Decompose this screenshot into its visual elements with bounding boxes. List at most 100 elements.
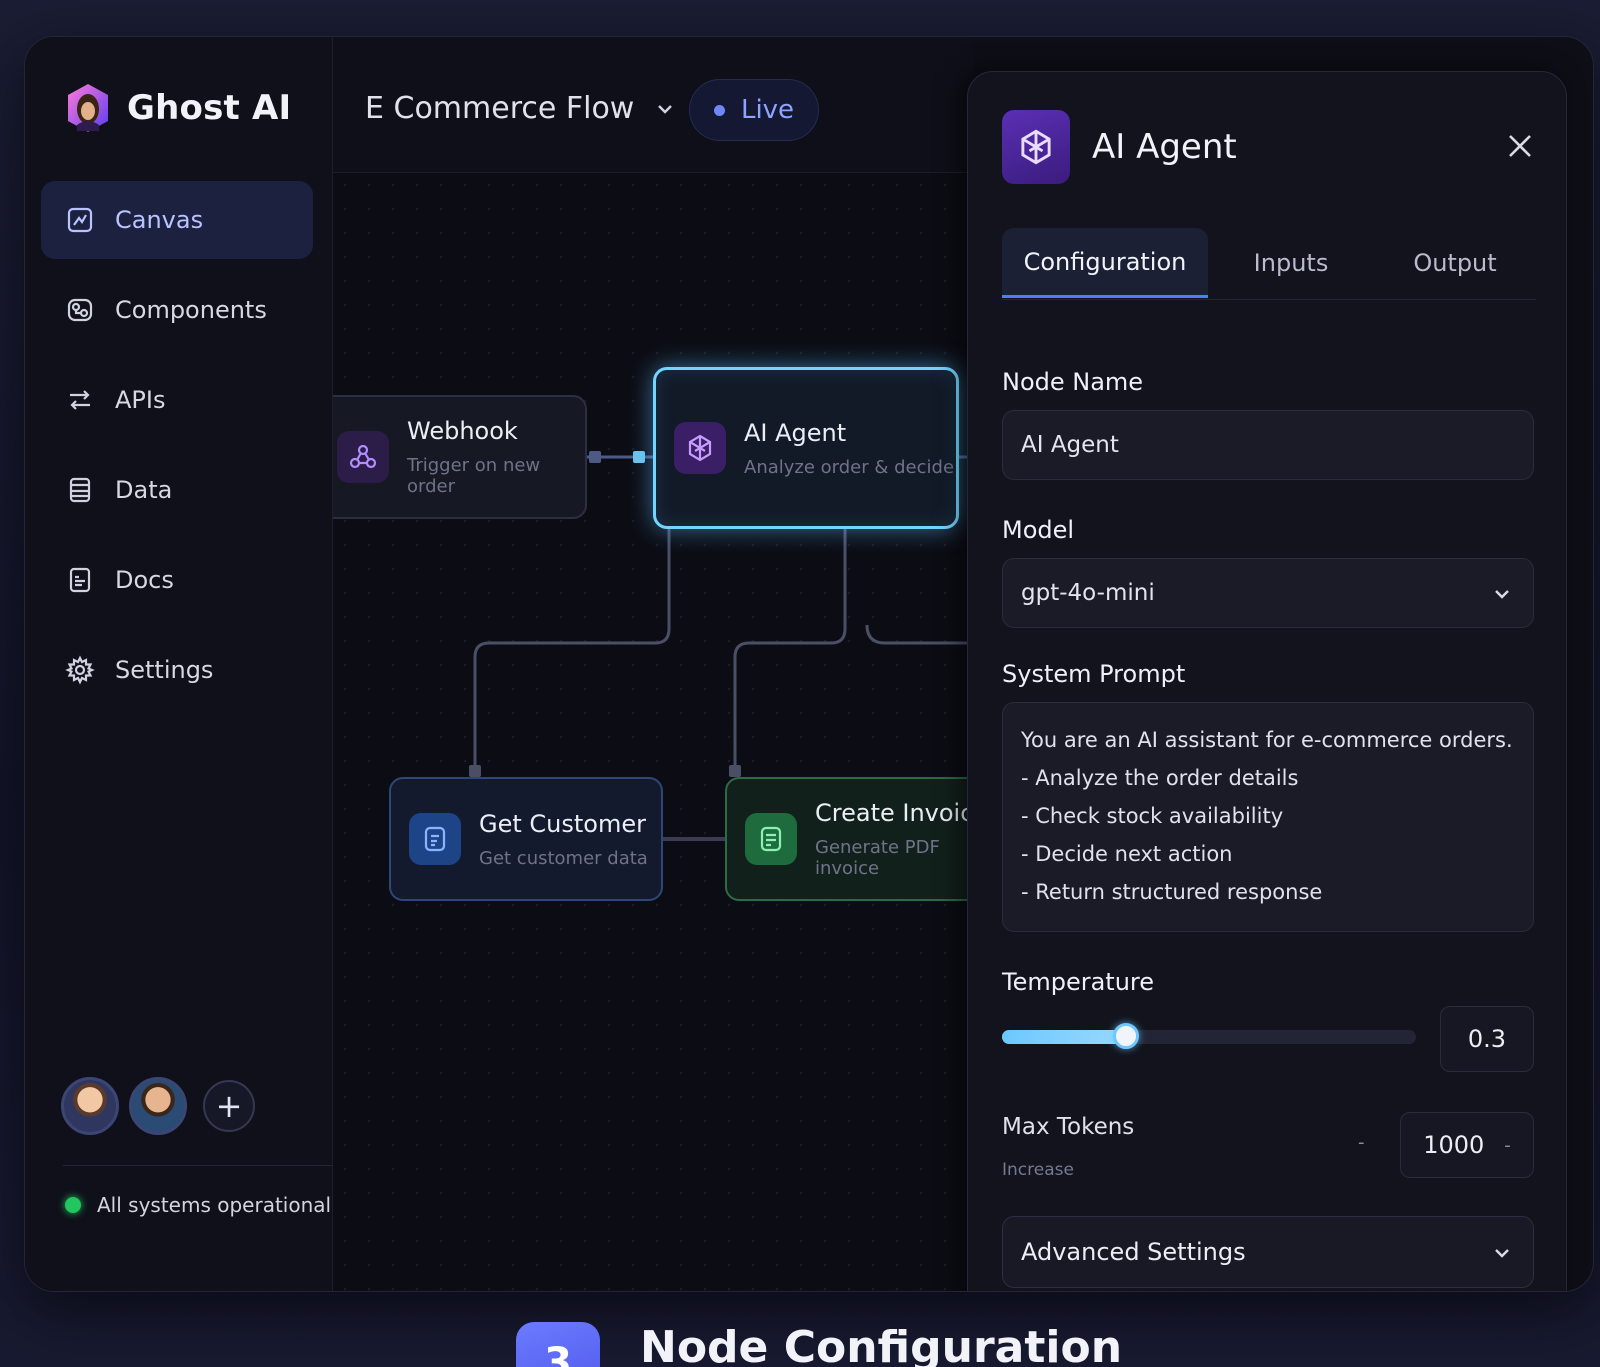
apis-icon <box>70 390 90 410</box>
node-icon <box>745 813 797 865</box>
live-status-badge[interactable]: Live <box>689 79 819 141</box>
sidebar-item-label: APIs <box>115 386 166 414</box>
system-prompt-textarea[interactable]: You are an AI assistant for e-commerce o… <box>1002 702 1534 932</box>
max-tokens-label: Max Tokens <box>1002 1114 1135 1140</box>
sidebar: Ghost AI Canvas Components APIs <box>25 37 333 1291</box>
node-text: AI Agent Analyze order & decide <box>744 419 954 478</box>
prompt-line: - Analyze the order details <box>1021 766 1299 790</box>
sidebar-item-canvas[interactable]: Canvas <box>41 181 313 259</box>
node-title: Create Invoice <box>815 799 973 827</box>
panel-header: AI Agent <box>1002 110 1237 184</box>
node-text: Create Invoice Generate PDF invoice <box>815 799 973 879</box>
chevron-down-icon <box>658 104 673 114</box>
max-tokens-stepper[interactable]: 1000 - <box>1400 1112 1534 1178</box>
status-text: All systems operational <box>97 1193 332 1217</box>
components-icon <box>67 298 93 322</box>
collaborators: + <box>61 1077 255 1135</box>
tab-configuration[interactable]: Configuration <box>1002 228 1208 298</box>
sidebar-item-label: Docs <box>115 566 174 594</box>
prompt-line: You are an AI assistant for e-commerce o… <box>1021 728 1513 752</box>
panel-icon <box>1002 110 1070 184</box>
status-dot-icon <box>65 1197 81 1213</box>
divider <box>63 1165 332 1166</box>
node-webhook[interactable]: Webhook Trigger on new order <box>333 395 587 519</box>
brain-icon <box>688 434 712 462</box>
sidebar-nav: Canvas Components APIs Data <box>41 181 313 721</box>
temperature-slider[interactable] <box>1002 1023 1416 1049</box>
sidebar-item-apis[interactable]: APIs <box>41 361 313 439</box>
close-icon[interactable] <box>1504 130 1536 162</box>
node-icon <box>674 422 726 474</box>
tab-output[interactable]: Output <box>1413 249 1497 277</box>
avatar[interactable] <box>61 1077 119 1135</box>
chevron-down-icon <box>1495 1249 1509 1258</box>
brand[interactable]: Ghost AI <box>63 81 291 135</box>
model-value: gpt-4o-mini <box>1021 580 1155 606</box>
node-name-label: Node Name <box>1002 368 1144 396</box>
advanced-settings-label: Advanced Settings <box>1021 1238 1246 1266</box>
max-tokens-hint: Increase <box>1002 1160 1074 1180</box>
connections <box>469 451 973 841</box>
node-icon <box>409 813 461 865</box>
gear-icon <box>65 655 95 685</box>
brain-icon <box>1021 129 1051 165</box>
add-collaborator-button[interactable]: + <box>203 1080 255 1132</box>
slider-thumb[interactable] <box>1113 1023 1140 1049</box>
node-title: Get Customer <box>479 809 646 838</box>
canvas-header: E Commerce Flow Live <box>333 37 973 173</box>
sidebar-item-data[interactable]: Data <box>41 451 313 529</box>
system-prompt-label: System Prompt <box>1002 660 1186 688</box>
sidebar-item-label: Canvas <box>115 206 204 234</box>
webhook-icon <box>349 444 377 469</box>
panel-tabs: Configuration Inputs Output <box>1002 228 1536 300</box>
step-caption: Node Configuration <box>640 1322 1123 1367</box>
prompt-line: - Return structured response <box>1021 880 1323 904</box>
node-text: Webhook Trigger on new order <box>407 417 585 497</box>
avatar[interactable] <box>129 1077 187 1135</box>
sidebar-item-label: Settings <box>115 656 214 684</box>
node-subtitle: Trigger on new order <box>407 455 541 497</box>
tab-inputs[interactable]: Inputs <box>1253 249 1329 277</box>
app-name: Ghost AI <box>127 88 292 128</box>
node-subtitle: Get customer data <box>479 847 648 869</box>
flow-canvas[interactable]: Webhook Trigger on new order AI Agent An… <box>333 173 973 1291</box>
app-window: Ghost AI Canvas Components APIs <box>24 36 1594 1292</box>
sidebar-item-label: Data <box>115 476 173 504</box>
max-tokens-value: 1000 <box>1423 1131 1485 1159</box>
system-status: All systems operational <box>65 1193 331 1217</box>
flow-selector[interactable]: E Commerce Flow <box>365 91 676 126</box>
decrement-button[interactable]: - <box>1358 1132 1365 1153</box>
node-ai-agent[interactable]: AI Agent Analyze order & decide <box>653 367 959 529</box>
canvas-icon <box>67 207 93 233</box>
node-icon <box>337 431 389 483</box>
increment-button[interactable]: - <box>1504 1134 1511 1156</box>
prompt-line: - Decide next action <box>1021 842 1233 866</box>
node-config-panel: AI Agent Configuration Inputs Output Nod… <box>967 71 1567 1291</box>
prompt-line: - Check stock availability <box>1021 804 1284 828</box>
node-get-customer[interactable]: Get Customer Get customer data <box>389 777 663 901</box>
model-select[interactable]: gpt-4o-mini <box>1002 558 1534 628</box>
sidebar-item-docs[interactable]: Docs <box>41 541 313 619</box>
node-title: AI Agent <box>744 418 847 447</box>
node-name-input[interactable]: AI Agent <box>1002 410 1534 480</box>
database-icon <box>424 826 446 852</box>
model-label: Model <box>1002 516 1075 544</box>
node-subtitle: Generate PDF invoice <box>815 837 940 879</box>
sidebar-item-settings[interactable]: Settings <box>41 631 313 709</box>
live-label: Live <box>740 95 795 125</box>
temperature-value-input[interactable]: 0.3 <box>1440 1006 1534 1072</box>
panel-title: AI Agent <box>1092 127 1237 167</box>
chevron-down-icon <box>1495 590 1509 599</box>
flow-title: E Commerce Flow <box>365 91 635 126</box>
node-text: Get Customer Get customer data <box>479 810 648 869</box>
step-number-badge: 3 <box>516 1322 600 1367</box>
docs-icon <box>69 567 91 593</box>
node-title: Webhook <box>407 417 518 445</box>
node-subtitle: Analyze order & decide <box>744 456 955 478</box>
advanced-settings-toggle[interactable]: Advanced Settings <box>1002 1216 1534 1288</box>
sidebar-item-components[interactable]: Components <box>41 271 313 349</box>
node-create-invoice[interactable]: Create Invoice Generate PDF invoice <box>725 777 973 901</box>
invoice-icon <box>760 826 782 852</box>
data-icon <box>69 477 91 503</box>
sidebar-item-label: Components <box>115 296 267 324</box>
